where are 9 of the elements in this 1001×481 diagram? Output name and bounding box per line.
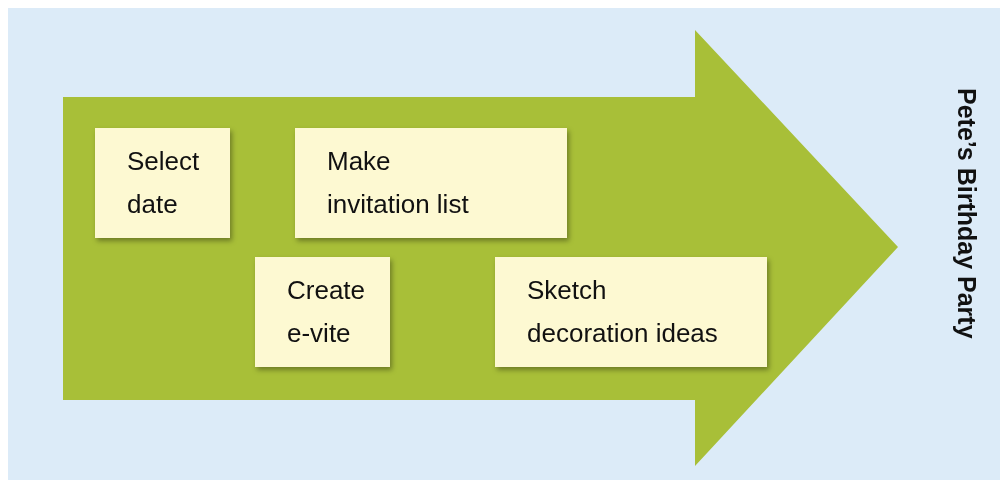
note-text: Sketch decoration ideas — [527, 274, 719, 350]
title: Pete’s Birthday Party — [952, 88, 981, 339]
sticky-note — [255, 257, 390, 367]
sticky-note — [295, 128, 567, 238]
sticky-note — [495, 257, 767, 367]
note-text: Create e-vite — [287, 274, 367, 350]
sticky-note — [95, 128, 230, 238]
note-text: Select date — [127, 145, 201, 221]
note-text: Make invitation list — [327, 145, 470, 221]
